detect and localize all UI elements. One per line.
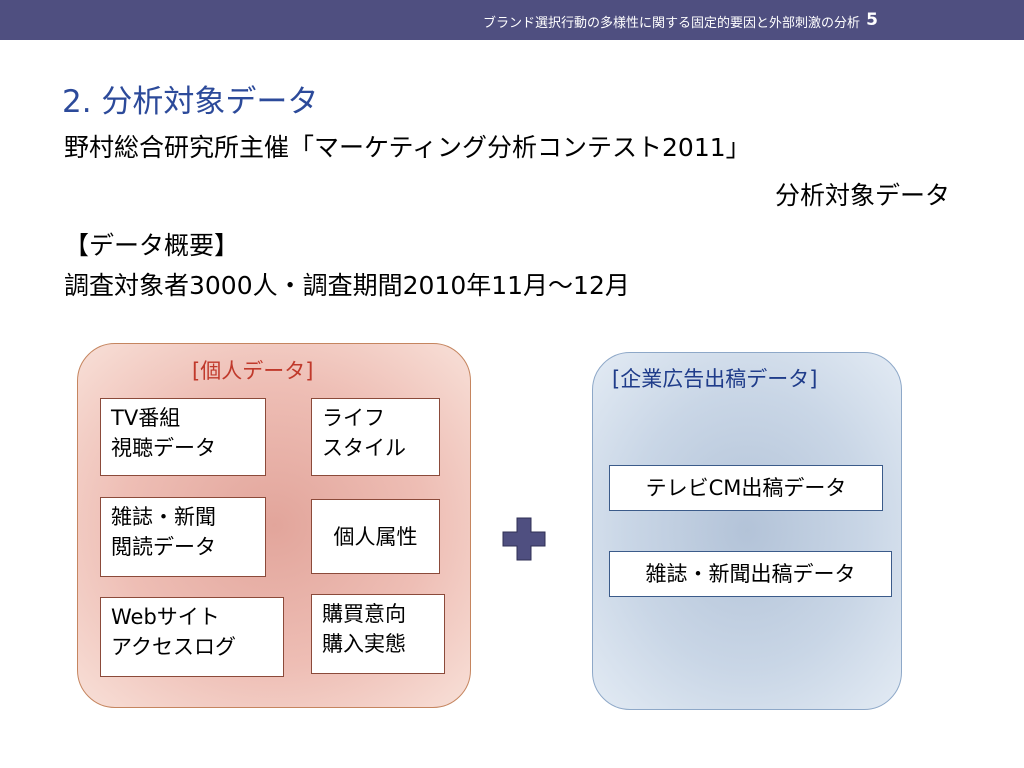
personal-data-title: [個人データ]: [192, 359, 314, 383]
purchase-intent-box: 購買意向 購入実態: [311, 594, 445, 674]
web-access-log-box: Webサイト アクセスログ: [100, 597, 284, 677]
slide-title: 2. 分析対象データ: [62, 84, 319, 120]
box-line: テレビCM出稿データ: [645, 476, 847, 500]
contest-line: 野村総合研究所主催「マーケティング分析コンテスト2011」: [64, 133, 751, 162]
corporate-ad-data-group: [592, 352, 902, 710]
magazine-newspaper-reading-box: 雑誌・新聞 閲読データ: [100, 497, 266, 577]
box-line: 閲読データ: [111, 535, 216, 559]
corporate-ad-data-title: [企業広告出稿データ]: [612, 367, 818, 391]
box-line: TV番組: [111, 406, 181, 430]
box-line: スタイル: [322, 436, 406, 460]
lifestyle-box: ライフ スタイル: [311, 398, 440, 476]
box-line: 購買意向: [322, 602, 406, 626]
tv-viewing-data-box: TV番組 視聴データ: [100, 398, 266, 476]
box-line: 視聴データ: [111, 436, 216, 460]
plus-icon: [502, 517, 546, 561]
header-title: ブランド選択行動の多様性に関する固定的要因と外部刺激の分析: [482, 16, 860, 31]
header-bar: ブランド選択行動の多様性に関する固定的要因と外部刺激の分析 5: [0, 0, 1024, 40]
personal-attributes-box: 個人属性: [311, 499, 440, 574]
box-line: 購入実態: [322, 632, 406, 656]
box-line: ライフ: [322, 406, 385, 430]
survey-info-line: 調査対象者3000人・調査期間2010年11月～12月: [64, 271, 630, 300]
tv-cm-placement-box: テレビCM出稿データ: [609, 465, 883, 511]
analysis-data-line: 分析対象データ: [774, 181, 950, 210]
magazine-newspaper-placement-box: 雑誌・新聞出稿データ: [609, 551, 892, 597]
box-line: Webサイト: [111, 605, 220, 629]
box-line: 個人属性: [333, 524, 418, 549]
page-number: 5: [866, 10, 878, 30]
box-line: アクセスログ: [111, 635, 236, 659]
box-line: 雑誌・新聞: [111, 505, 216, 529]
data-overview-heading: 【データ概要】: [64, 231, 240, 260]
box-line: 雑誌・新聞出稿データ: [645, 562, 856, 586]
